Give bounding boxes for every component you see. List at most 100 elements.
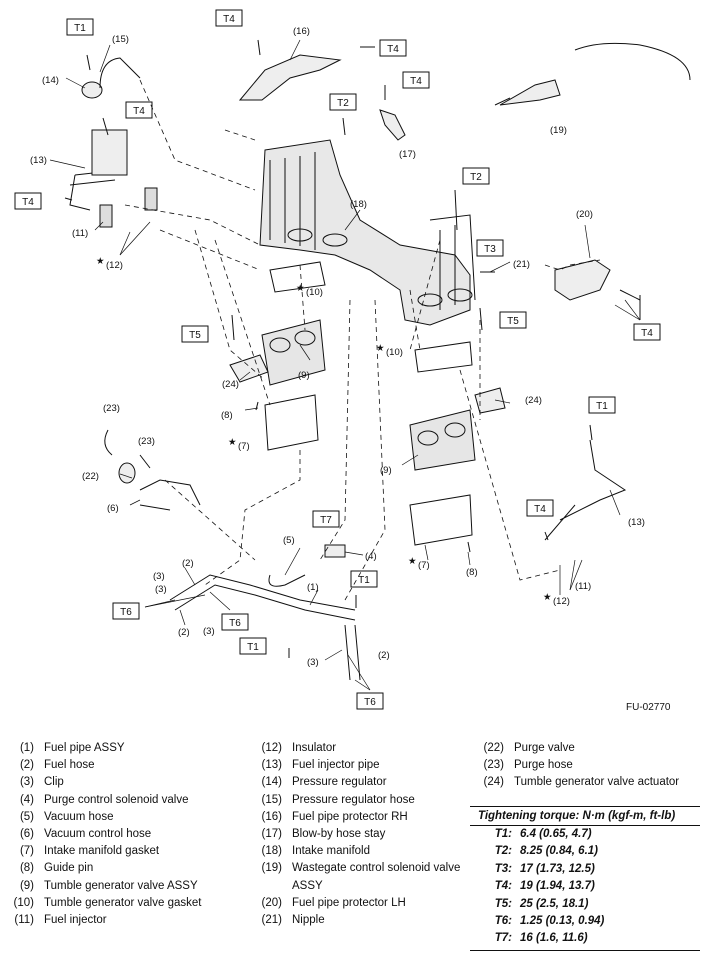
tgv-assy-left xyxy=(261,319,326,386)
callout-12: (12) xyxy=(106,260,123,271)
callout-7: (7) xyxy=(418,560,430,571)
legend-text: Intake manifold xyxy=(292,845,370,858)
tgv-assy-right xyxy=(409,409,476,471)
legend-text: Fuel injector pipe xyxy=(292,759,380,772)
legend-text: Fuel pipe ASSY xyxy=(44,742,125,754)
legend-text: Guide pin xyxy=(44,862,94,875)
legend-item: (3) Clip xyxy=(0,774,240,791)
tightening-torque-table: Tightening torque: N·m (kgf-m, ft-lb) T1… xyxy=(470,806,700,951)
legend-text: Fuel injector xyxy=(44,914,107,927)
callout-t2: T2 xyxy=(337,98,349,109)
legend-item: (4)Purge control solenoid valve xyxy=(0,792,240,809)
callout-t1: T1 xyxy=(596,401,608,412)
legend-number: (14) xyxy=(261,776,282,789)
legend-text: Nipple xyxy=(292,914,325,927)
torque-value: 1.25 (0.13, 0.94) xyxy=(520,915,605,928)
torque-row: T1: 6.4 (0.65, 4.7) xyxy=(470,826,700,843)
legend-text: Pressure regulator hose xyxy=(292,793,415,806)
callout-t4: T4 xyxy=(387,44,399,55)
callout-11: (11) xyxy=(72,228,88,239)
legend-item: (23)Purge hose xyxy=(470,757,708,774)
callout-t1: T1 xyxy=(358,575,370,586)
torque-row: T4:19 (1.94, 13.7) xyxy=(470,878,700,895)
callout-21: (21) xyxy=(513,259,530,270)
torque-title: Tightening torque: N·m (kgf-m, ft-lb) xyxy=(470,806,700,826)
callout-9: (9) xyxy=(298,370,310,381)
legend-number: (21) xyxy=(261,914,282,927)
callout-t2: T2 xyxy=(470,172,482,183)
callout-8: (8) xyxy=(221,410,233,421)
legend-item: (9) Tumble generator valve ASSY xyxy=(0,878,240,895)
legend-item: (5) Vacuum hose xyxy=(0,809,240,826)
callout-t5: T5 xyxy=(507,316,519,327)
callout-1: (1) xyxy=(307,582,319,593)
callout-10: (10) xyxy=(386,347,403,358)
callout-3: (3) xyxy=(307,657,319,668)
callout-t4: T4 xyxy=(641,328,653,339)
legend-item: (8) Guide pin xyxy=(0,860,240,877)
legend-number: (8) xyxy=(19,862,34,875)
torque-callouts: T1 T4 T4 T4 T2 T4 T2 T4 T3 T4 T5 T5 T1 T… xyxy=(14,9,661,710)
torque-key: T7: xyxy=(494,932,512,945)
legend-item: (10)Tumble generator valve gasket xyxy=(0,895,240,912)
figure-id: FU-02770 xyxy=(626,702,671,713)
callout-8: (8) xyxy=(466,567,478,578)
legend-item: (17) Blow-by hose stay xyxy=(248,826,478,843)
legend-item: (18)Intake manifold xyxy=(248,843,478,860)
callout-5: (5) xyxy=(283,535,295,546)
legend-text: Clip xyxy=(44,776,64,789)
torque-value: 6.4 (0.65, 4.7) xyxy=(520,828,592,840)
legend-item: (6)Vacuum control hose xyxy=(0,826,240,843)
callout-4: (4) xyxy=(365,551,377,562)
legend-number: (3) xyxy=(19,776,34,789)
legend-number: (17) xyxy=(261,828,282,841)
callout-24: (24) xyxy=(222,379,239,390)
callout-12: (12) xyxy=(553,596,570,607)
fuel-pipe-protector-rh xyxy=(238,54,342,101)
legend-text: Blow-by hose stay xyxy=(292,828,386,841)
legend-text: Vacuum hose xyxy=(44,810,114,823)
callout-23: (23) xyxy=(103,403,120,414)
intake-manifold xyxy=(259,139,476,326)
torque-row: T5:25 (2.5, 18.1) xyxy=(470,896,700,913)
callout-15: (15) xyxy=(112,34,129,45)
callout-2: (2) xyxy=(182,558,194,569)
torque-key: T1: xyxy=(494,828,512,840)
legend-item: (20)Fuel pipe protector LH xyxy=(248,895,478,912)
legend-number: (1) xyxy=(19,742,34,754)
legend-item: (12)Insulator xyxy=(248,740,478,757)
callout-19: (19) xyxy=(550,125,567,136)
star-12: ★ xyxy=(96,256,105,267)
torque-key: T3: xyxy=(494,862,512,875)
part-callouts: (15) (14) (16) (13) (11) ★ (12) (17) (19… xyxy=(30,26,645,668)
legend-item: (7)Intake manifold gasket xyxy=(0,843,240,860)
star-10: ★ xyxy=(376,343,385,354)
legend-item: (16)Fuel pipe protector RH xyxy=(248,809,478,826)
legend-text: Tumble generator valve ASSY xyxy=(44,879,198,892)
legend-number: (6) xyxy=(19,828,34,841)
star-10: ★ xyxy=(296,283,305,294)
legend-text: Purge valve xyxy=(514,742,575,754)
callout-3: (3) xyxy=(155,584,167,595)
star-7: ★ xyxy=(228,437,237,448)
callout-16: (16) xyxy=(293,26,310,37)
callout-6: (6) xyxy=(107,503,119,514)
legend-number: (9) xyxy=(19,879,34,892)
callout-23: (23) xyxy=(138,436,155,447)
legend-number: (5) xyxy=(19,810,34,823)
torque-row: T7:16 (1.6, 11.6) xyxy=(470,930,700,947)
callout-2: (2) xyxy=(178,627,190,638)
legend-number: (19) xyxy=(261,862,282,875)
legend-text: Purge hose xyxy=(514,759,573,772)
legend-column-2: (12)Insulator(13)Fuel injector pipe(14)P… xyxy=(248,740,478,929)
star-7: ★ xyxy=(408,556,417,567)
callout-20: (20) xyxy=(576,209,593,220)
torque-key: T5: xyxy=(494,897,512,910)
legend-number: (15) xyxy=(261,793,282,806)
callout-9: (9) xyxy=(380,465,392,476)
legend-number: (12) xyxy=(261,742,282,754)
callout-t6: T6 xyxy=(229,618,241,629)
blow-by-hose-stay xyxy=(379,109,406,141)
legend-number: (4) xyxy=(19,793,34,806)
legend-text: Tumble generator valve gasket xyxy=(44,896,202,909)
